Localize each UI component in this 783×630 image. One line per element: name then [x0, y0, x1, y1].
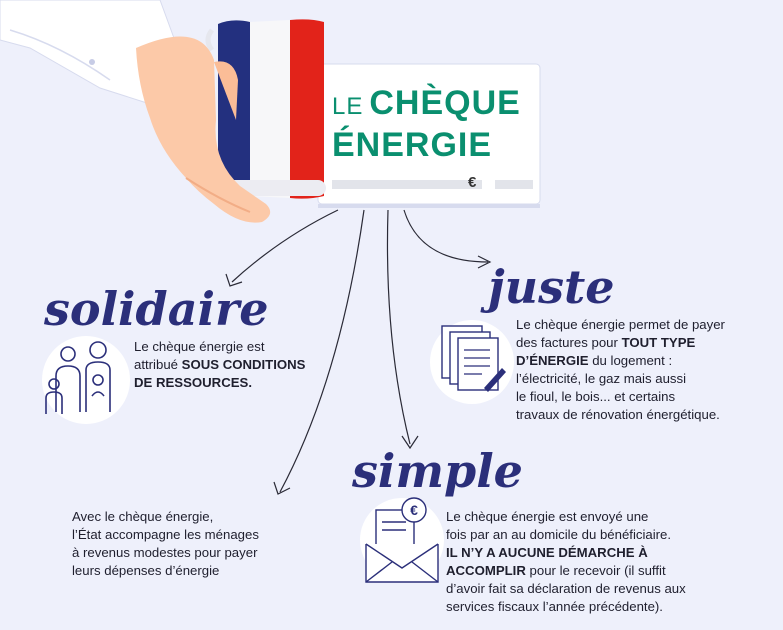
logo-cheque: CHÈQUE	[369, 84, 521, 122]
text: du logement :	[588, 353, 673, 368]
bold-text: ACCOMPLIR	[446, 563, 526, 578]
text: d’avoir fait sa déclaration de revenus a…	[446, 581, 686, 596]
text-etat: Avec le chèque énergie, l’État accompagne…	[72, 508, 332, 580]
arrow-etat	[279, 209, 365, 493]
documents-icon	[430, 320, 514, 404]
bold-text: DE RESSOURCES.	[134, 375, 252, 390]
text-line: services fiscaux l’année précédente).	[446, 598, 776, 616]
arrow-juste	[403, 209, 489, 263]
text: Le chèque énergie est envoyé une	[446, 509, 649, 524]
text: l’État accompagne les ménages	[72, 527, 259, 542]
arrows	[225, 209, 492, 495]
logo-energie: ÉNERGIE	[332, 126, 493, 164]
text-line: leurs dépenses d’énergie	[72, 562, 332, 580]
text: Le chèque énergie permet de payer	[516, 317, 725, 332]
arrow-simple-head	[401, 435, 419, 450]
heading-simple: simple	[352, 444, 523, 498]
text: services fiscaux l’année précédente).	[446, 599, 663, 614]
text-line: DE RESSOURCES.	[134, 374, 364, 392]
text: leurs dépenses d’énergie	[72, 563, 220, 578]
sleeve-icon	[0, 0, 183, 105]
arrow-solidaire-head	[225, 273, 243, 287]
svg-text:€: €	[410, 502, 418, 518]
text: pour le recevoir (il suffit	[525, 563, 666, 578]
cheque-euro-symbol: €	[468, 174, 477, 191]
text-line: attribué SOUS CONDITIONS	[134, 356, 364, 374]
text-line: à revenus modestes pour payer	[72, 544, 332, 562]
text-line: D’ÉNERGIE du logement :	[516, 352, 776, 370]
text: attribué	[134, 357, 182, 372]
text-line: travaux de rénovation énergétique.	[516, 406, 776, 424]
text-line: fois par an au domicile du bénéficiaire.	[446, 526, 776, 544]
hand-icon	[136, 36, 271, 223]
bold-text: SOUS CONDITIONS	[181, 357, 306, 372]
text: à revenus modestes pour payer	[72, 545, 258, 560]
text-line: Le chèque énergie permet de payer	[516, 316, 776, 334]
heading-juste: juste	[488, 260, 615, 314]
bold-text: TOUT TYPE	[621, 335, 696, 350]
heading-solidaire: solidaire	[44, 282, 269, 336]
text: travaux de rénovation énergétique.	[516, 407, 720, 422]
text-line: IL N’Y A AUCUNE DÉMARCHE À	[446, 544, 776, 562]
logo-le: LE	[332, 93, 364, 120]
text-simple: Le chèque énergie est envoyé une fois par…	[446, 508, 776, 616]
envelope-euro-icon: €	[360, 497, 444, 583]
text: le fioul, le bois... et certains	[516, 389, 676, 404]
text: fois par an au domicile du bénéficiaire.	[446, 527, 672, 542]
arrow-simple	[386, 209, 411, 445]
text: l’électricité, le gaz mais aussi	[516, 371, 687, 386]
flag-icon	[205, 19, 326, 199]
text-line: ACCOMPLIR pour le recevoir (il suffit	[446, 562, 776, 580]
text-line: des factures pour TOUT TYPE	[516, 334, 776, 352]
bold-text: D’ÉNERGIE	[516, 353, 589, 368]
text: Avec le chèque énergie,	[72, 509, 214, 524]
family-icon	[42, 336, 130, 424]
text-line: Avec le chèque énergie,	[72, 508, 332, 526]
bold-text: IL N’Y A AUCUNE DÉMARCHE À	[446, 545, 648, 560]
text: Le chèque énergie est	[134, 339, 265, 354]
text-line: l’État accompagne les ménages	[72, 526, 332, 544]
arrow-etat-head	[273, 481, 291, 495]
text-juste: Le chèque énergie permet de payer des fac…	[516, 316, 776, 424]
text-line: le fioul, le bois... et certains	[516, 388, 776, 406]
text-line: Le chèque énergie est envoyé une	[446, 508, 776, 526]
arrow-juste-head	[477, 255, 492, 269]
text-line: Le chèque énergie est	[134, 338, 364, 356]
text-line: l’électricité, le gaz mais aussi	[516, 370, 776, 388]
text-solidaire: Le chèque énergie est attribué SOUS CONDI…	[134, 338, 364, 392]
text-line: d’avoir fait sa déclaration de revenus a…	[446, 580, 776, 598]
arrow-solidaire	[231, 209, 339, 283]
cheque-icon	[317, 63, 541, 208]
text: des factures pour	[516, 335, 622, 350]
